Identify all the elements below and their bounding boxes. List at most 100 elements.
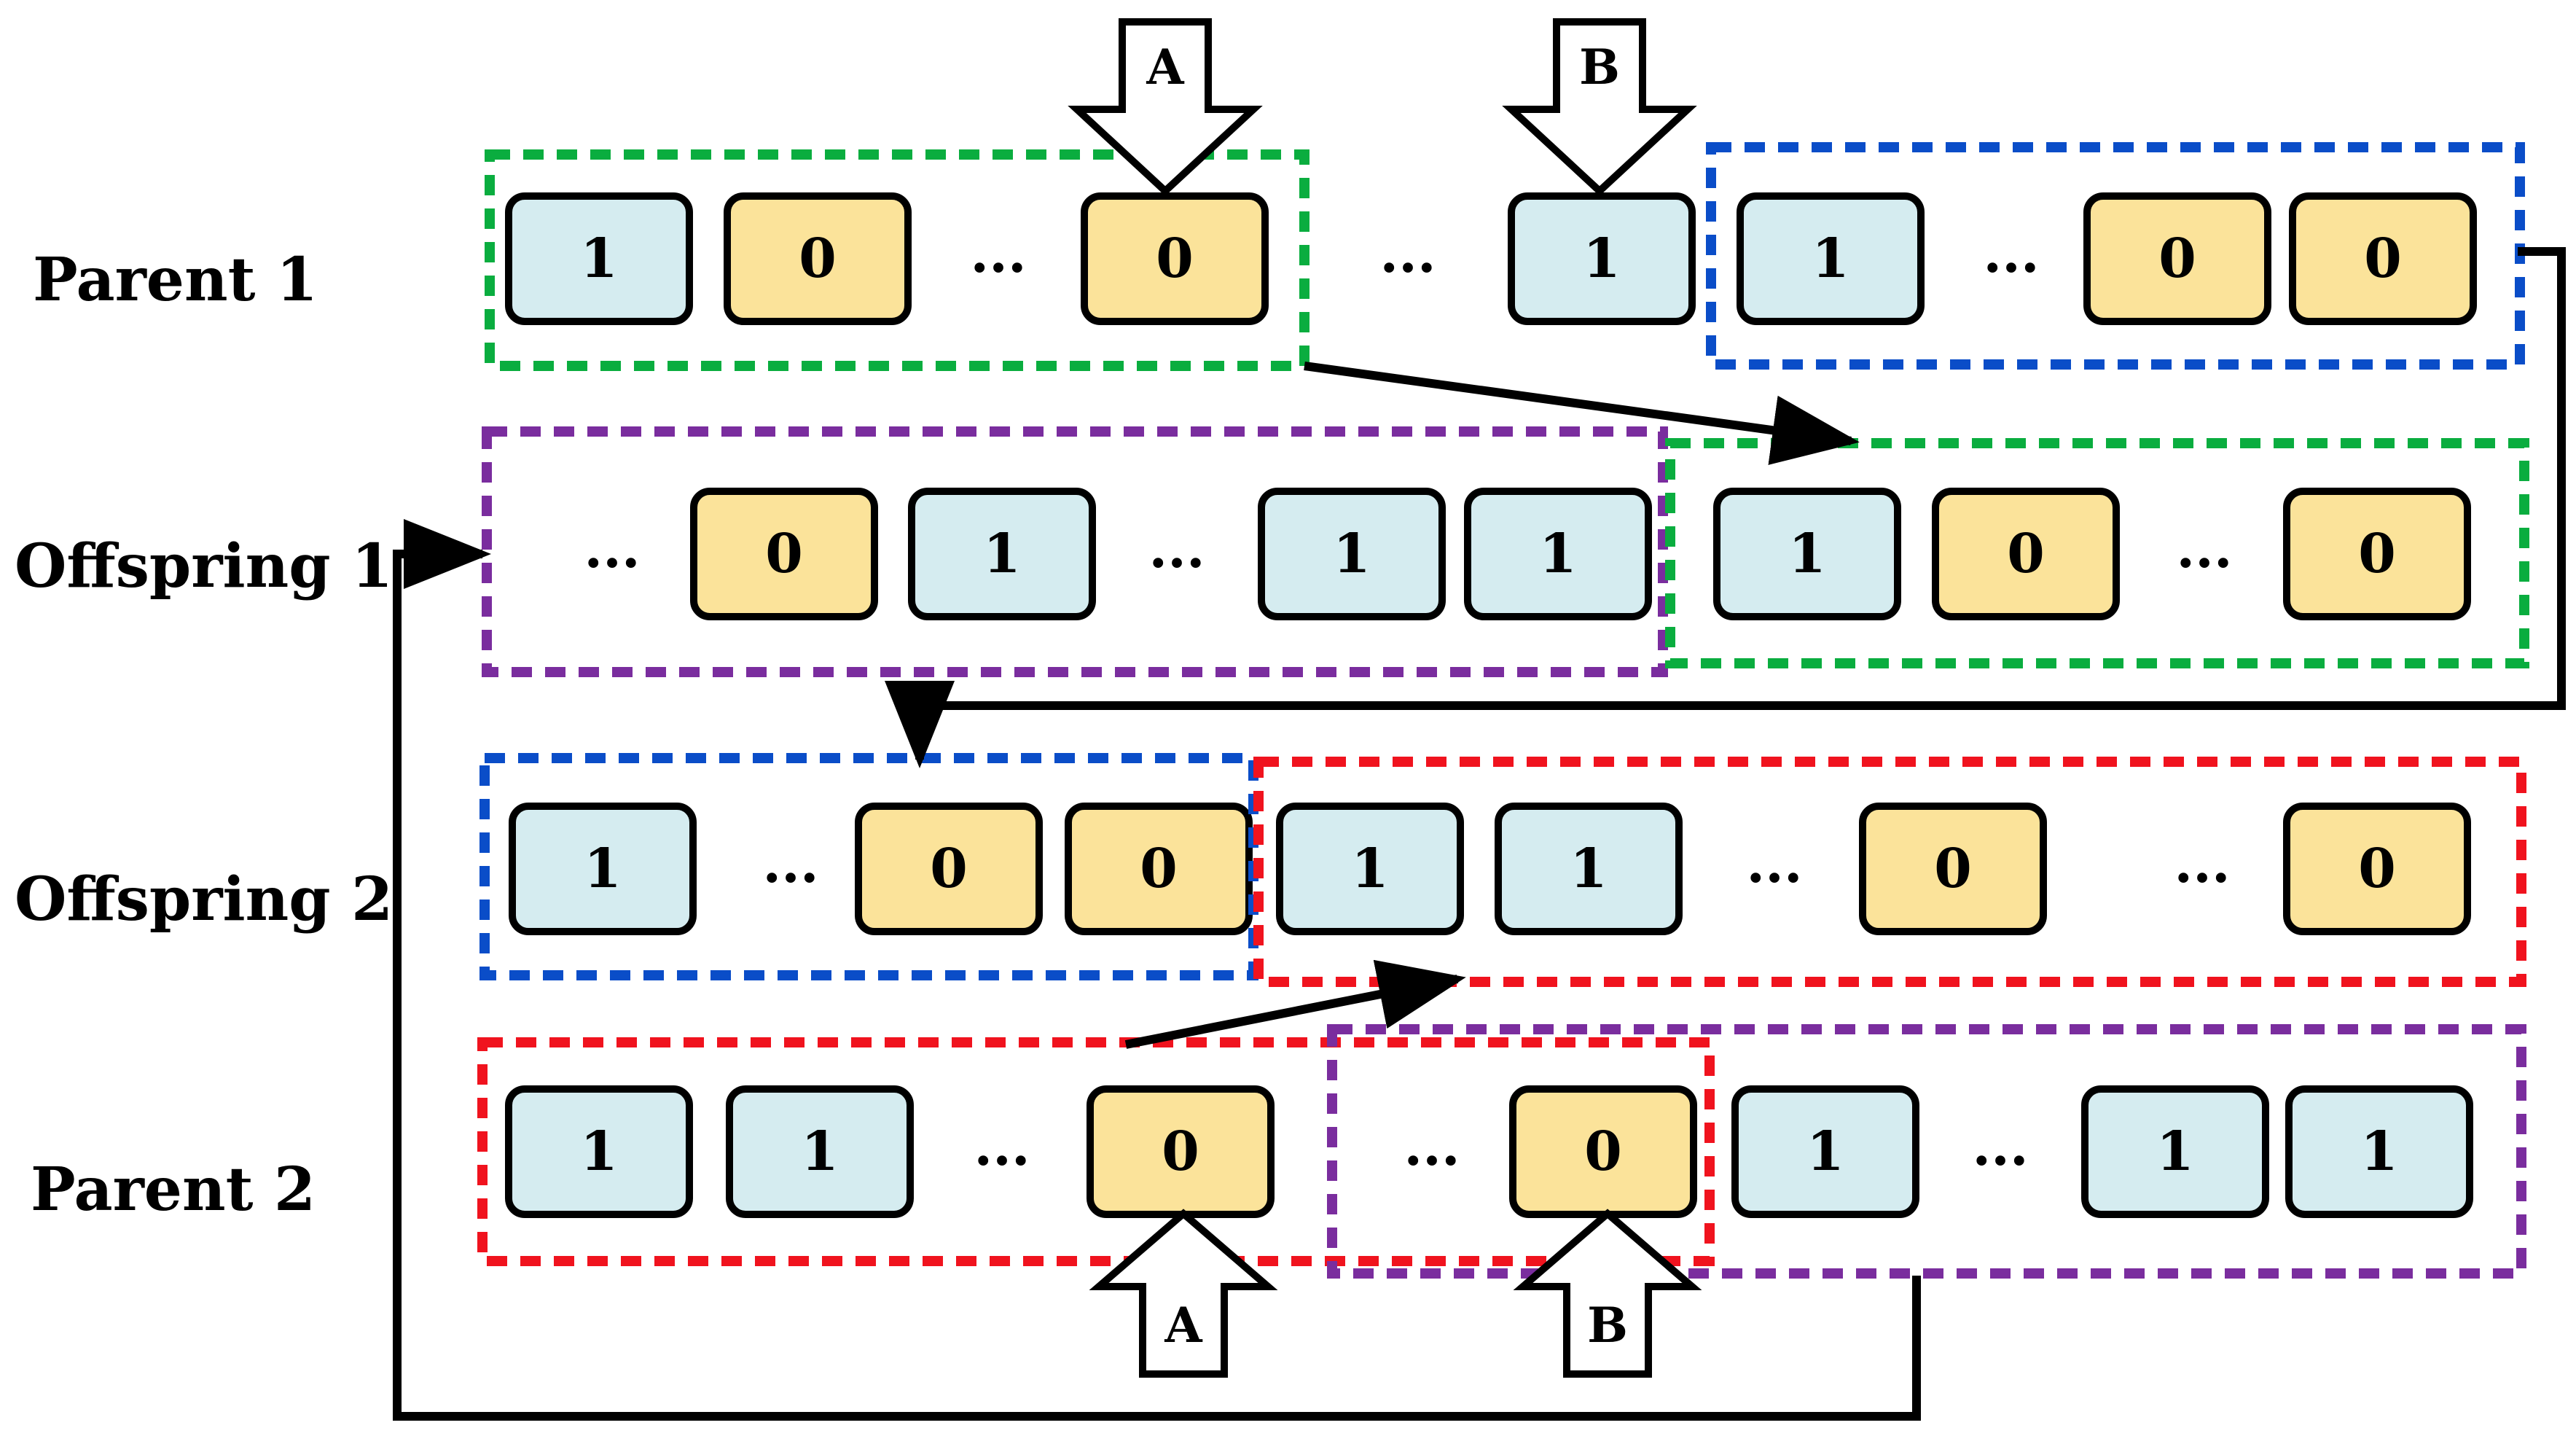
arrow-parent2-tail-to-offspring1-head <box>393 519 1921 1421</box>
gene-cell: 1 <box>726 1085 914 1218</box>
gene-value: 1 <box>1539 523 1577 585</box>
gene-value: 0 <box>1162 1120 1199 1183</box>
gene-value: 0 <box>1140 838 1178 900</box>
gene-cell: 0 <box>1087 1085 1275 1218</box>
gene-cell: 1 <box>1258 488 1446 620</box>
arrow-parent1-head-to-offspring1-tail <box>1304 362 1860 465</box>
gene-cell: 1 <box>1464 488 1652 620</box>
gene-box <box>1508 192 1696 325</box>
gene-cell: 1 <box>505 1085 693 1218</box>
ellipsis-gap: ... <box>1404 1115 1460 1178</box>
gene-cell: 1 <box>2285 1085 2473 1218</box>
ellipsis-gap: ... <box>1972 1115 2028 1178</box>
gene-box <box>690 488 878 620</box>
gene-value: 0 <box>765 523 803 585</box>
gene-box <box>1731 1085 1919 1218</box>
gene-value: 0 <box>1934 838 1972 900</box>
gene-value: 1 <box>2360 1120 2398 1183</box>
gene-box <box>2283 488 2471 620</box>
gene-cell: 0 <box>2283 803 2471 935</box>
segment-box-parent2-head-red <box>477 1037 1715 1266</box>
gene-box <box>1859 803 2047 935</box>
ellipsis-gap: ... <box>584 518 640 580</box>
gene-cell: 0 <box>1065 803 1253 935</box>
gene-box <box>1258 488 1446 620</box>
gene-value: 1 <box>1812 227 1849 290</box>
crossover-marker-b-parent2: B <box>1513 1209 1702 1378</box>
segment-box-parent1-head-green <box>485 149 1309 371</box>
gene-value: 1 <box>1583 227 1621 290</box>
marker-a-label: A <box>1146 39 1184 95</box>
gene-value: 1 <box>584 838 622 900</box>
gene-cell: 1 <box>1737 192 1925 325</box>
gene-value: 0 <box>930 838 968 900</box>
gene-cell: 1 <box>2081 1085 2269 1218</box>
gene-value: 0 <box>2007 523 2045 585</box>
gene-value: 1 <box>801 1120 839 1183</box>
gene-value: 0 <box>2364 227 2402 290</box>
segment-box-offspring1-head-purple <box>482 426 1668 677</box>
gene-box <box>724 192 912 325</box>
gene-cell: 0 <box>1859 803 2047 935</box>
row-label-parent-1: Parent 1 <box>33 245 318 315</box>
gene-box <box>2289 192 2477 325</box>
gene-box <box>1495 803 1683 935</box>
crossover-marker-a-parent1: A <box>1068 18 1263 196</box>
gene-cell: 0 <box>2283 488 2471 620</box>
gene-box <box>2081 1085 2269 1218</box>
gene-cell: 1 <box>509 803 697 935</box>
gene-value: 1 <box>1333 523 1371 585</box>
ellipsis-gap: ... <box>762 832 818 895</box>
gene-box <box>908 488 1096 620</box>
gene-cell: 0 <box>1932 488 2120 620</box>
parent-1-row: 1 0... 0... 1 1... 0 0 <box>505 192 2477 325</box>
gene-value: 0 <box>2358 838 2396 900</box>
ellipsis-gap: ... <box>974 1115 1030 1178</box>
gene-cell: 1 <box>908 488 1096 620</box>
gene-value: 1 <box>983 523 1021 585</box>
gene-box <box>1081 192 1269 325</box>
ellipsis-gap: ... <box>2176 518 2232 580</box>
gene-box <box>1276 803 1464 935</box>
gene-box <box>1932 488 2120 620</box>
gene-value: 1 <box>1351 838 1389 900</box>
gene-cell: 0 <box>724 192 912 325</box>
gene-box <box>855 803 1043 935</box>
gene-cell: 0 <box>2289 192 2477 325</box>
row-label-offspring-1: Offspring 1 <box>15 531 393 601</box>
marker-b-label: B <box>1587 1297 1628 1354</box>
gene-cell: 0 <box>2083 192 2271 325</box>
ellipsis-gap: ... <box>1379 222 1436 285</box>
arrow-parent1-tail-to-offspring2-head <box>885 247 2566 768</box>
ellipsis-gap: ... <box>1148 518 1205 580</box>
gene-value: 0 <box>1584 1120 1622 1183</box>
ellipsis-gap: ... <box>970 222 1026 285</box>
marker-a-label: A <box>1164 1297 1202 1354</box>
ellipsis-gap: ... <box>2174 832 2230 895</box>
gene-box <box>2283 803 2471 935</box>
gene-value: 0 <box>2158 227 2196 290</box>
row-label-parent-2: Parent 2 <box>31 1155 316 1225</box>
gene-box <box>505 1085 693 1218</box>
gene-box <box>726 1085 914 1218</box>
offspring-1-row: ... 0 1... 1 1 1 0... 0 <box>584 488 2471 620</box>
segment-box-parent2-tail-purple <box>1327 1024 2526 1279</box>
crossover-marker-a-parent2: A <box>1089 1209 1278 1378</box>
gene-box <box>509 803 697 935</box>
gene-box <box>2083 192 2271 325</box>
gene-value: 1 <box>580 1120 618 1183</box>
ellipsis-gap: ... <box>1983 222 2039 285</box>
gene-value: 0 <box>1156 227 1194 290</box>
marker-b-label: B <box>1579 39 1620 95</box>
gene-box <box>2285 1085 2473 1218</box>
gene-value: 1 <box>580 227 618 290</box>
gene-cell: 1 <box>1495 803 1683 935</box>
gene-cell: 1 <box>1508 192 1696 325</box>
gene-cell: 1 <box>1731 1085 1919 1218</box>
gene-value: 1 <box>1806 1120 1844 1183</box>
gene-value: 1 <box>1788 523 1826 585</box>
gene-cell: 1 <box>1713 488 1901 620</box>
segment-box-offspring2-tail-red <box>1253 757 2526 987</box>
